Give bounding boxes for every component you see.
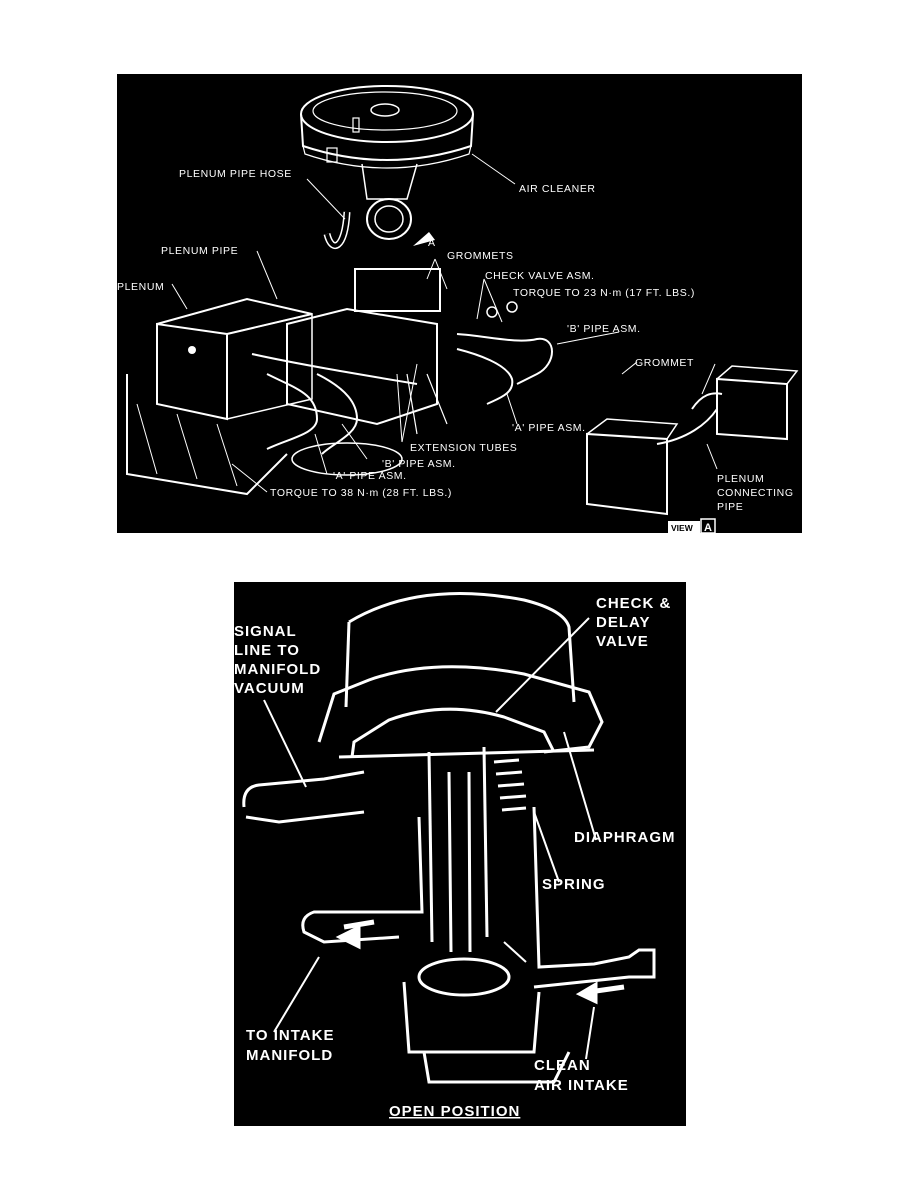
view-letter: A: [704, 522, 712, 533]
label-plenum: PLENUM: [117, 281, 164, 293]
label-signal-2: LINE TO: [234, 642, 300, 659]
label-intake-2: MANIFOLD: [246, 1047, 333, 1064]
view-a-badge: VIEW A: [668, 518, 716, 533]
label-torque-38: TORQUE TO 38 N·m (28 FT. LBS.): [270, 487, 452, 499]
leader-lines: [171, 153, 718, 493]
carburetor-drawing: [126, 268, 448, 496]
label-torque-23: TORQUE TO 23 N·m (17 FT. LBS.): [513, 287, 695, 299]
label-plenum-connecting-1: PLENUM: [717, 473, 764, 485]
air-cleaner-drawing: [300, 85, 474, 240]
label-plenum-connecting-2: CONNECTING: [717, 487, 794, 499]
label-grommet: GROMMET: [635, 357, 694, 369]
label-check-2: DELAY: [596, 614, 650, 631]
label-intake-1: TO INTAKE: [246, 1027, 334, 1044]
label-grommets: GROMMETS: [447, 250, 514, 262]
label-clean-1: CLEAN: [534, 1057, 591, 1074]
label-signal-3: MANIFOLD: [234, 661, 321, 678]
label-a-pipe-right: 'A' PIPE ASM.: [512, 422, 586, 434]
label-a-pipe-lower: 'A' PIPE ASM.: [333, 470, 407, 482]
label-check-valve: CHECK VALVE ASM.: [485, 270, 595, 282]
valve-diagram-svg: SIGNAL LINE TO MANIFOLD VACUUM CHECK & D…: [234, 592, 676, 1120]
label-clean-2: AIR INTAKE: [534, 1077, 629, 1094]
label-plenum-pipe-hose: PLENUM PIPE HOSE: [179, 168, 292, 180]
label-check-3: VALVE: [596, 633, 649, 650]
label-diaphragm: DIAPHRAGM: [574, 829, 676, 846]
label-extension-tubes: EXTENSION TUBES: [410, 442, 517, 454]
label-b-pipe-lower: 'B' PIPE ASM.: [382, 458, 456, 470]
valve-leader-lines: [263, 617, 597, 1060]
label-check-1: CHECK &: [596, 595, 671, 612]
plenum-drawing: [156, 297, 313, 421]
engine-diagram-svg: A: [117, 85, 799, 533]
label-signal-4: VACUUM: [234, 680, 305, 697]
label-plenum-connecting-3: PIPE: [717, 501, 743, 513]
label-air-cleaner: AIR CLEANER: [519, 183, 596, 195]
valve-body-drawing: [242, 592, 656, 1084]
label-b-pipe-right: 'B' PIPE ASM.: [567, 323, 641, 335]
label-open-position: OPEN POSITION: [389, 1103, 520, 1120]
label-plenum-pipe: PLENUM PIPE: [161, 245, 238, 257]
arrow-letter: A: [428, 237, 436, 249]
valve-diagram-panel: SIGNAL LINE TO MANIFOLD VACUUM CHECK & D…: [234, 582, 686, 1126]
label-signal-1: SIGNAL: [234, 623, 297, 640]
view-word: VIEW: [671, 523, 694, 533]
engine-diagram-panel: A: [117, 74, 802, 533]
view-a-plenum-drawing: [586, 365, 799, 516]
view-a-arrow: A: [413, 232, 436, 249]
label-spring: SPRING: [542, 876, 606, 893]
